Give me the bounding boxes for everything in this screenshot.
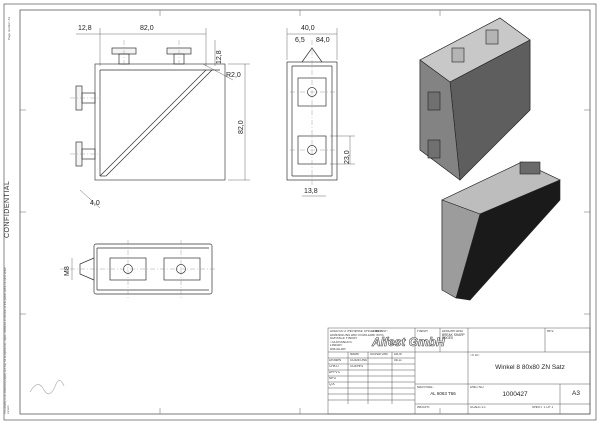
side-view: [286, 40, 338, 186]
company-label: COMPANY:: [371, 330, 388, 333]
left-disclaimer: This drawing is our intellectual propert…: [4, 267, 10, 414]
table-row: MFG: [329, 377, 415, 382]
note-line: TOLERANCES:: [330, 340, 353, 344]
deburr-label: DEBURR AND BREAK SHARP EDGES: [442, 330, 465, 341]
dim-side-width: 40,0: [301, 25, 315, 32]
material-label: MATERIAL:: [417, 386, 434, 389]
row-name: GUIDEONS: [350, 359, 368, 362]
weight-label: WEIGHT:: [417, 406, 431, 409]
side-dimension-lines: [286, 28, 355, 197]
table-row: CHK'D GOEHRL: [329, 365, 415, 370]
row-role: DRAWN: [329, 359, 341, 362]
rev-label: REV.: [547, 330, 555, 333]
table-row: DRAWN GUIDEONS 06.11: [329, 359, 415, 364]
row-role: Q.A: [329, 383, 335, 386]
dim-top-thread: M8: [64, 266, 71, 276]
row-date: DATE: [394, 353, 403, 356]
row-signature: SIGNATURE: [370, 353, 389, 356]
note-line: UNLESS OTHERWISE SPECIFIED:: [330, 330, 382, 333]
table-row: Q.A: [329, 383, 415, 388]
outer-border: [3, 3, 597, 421]
confidential-label: CONFIDENTIAL: [4, 180, 11, 238]
dim-front-right-top: 12,8: [216, 50, 223, 64]
dim-front-radius: R2,0: [226, 72, 241, 79]
drawing-title: Winkel 8 80x80 ZN Satz: [495, 364, 565, 371]
sheet-format: A3: [572, 390, 580, 397]
front-dimension-lines: [76, 28, 250, 209]
note-line: DIMENSIONS ARE IN MILLIMETERS: [330, 333, 384, 337]
isometric-view-top: [419, 17, 531, 181]
company-logo: Alfest GmbH: [372, 335, 445, 350]
row-role: APPV'D: [329, 371, 341, 374]
note-line: SURFACE FINISH:: [330, 337, 358, 341]
top-left-page-note: Page number: A3: [7, 16, 11, 40]
dim-front-bottom-diag: 4,0: [90, 200, 100, 207]
row-name: GOEHRL: [350, 365, 364, 368]
title-block-notes: UNLESS OTHERWISE SPECIFIED: DIMENSIONS A…: [330, 330, 414, 352]
dim-side-angle: 84,0: [316, 37, 330, 44]
zone-ticks: [20, 10, 590, 414]
part-number: 1000427: [502, 391, 528, 398]
front-view: [70, 40, 226, 181]
note-line: LINEAR:: [330, 344, 343, 348]
note-line: ANGULAR:: [330, 347, 347, 351]
dim-side-height-right: 23,0: [344, 150, 351, 164]
top-view: [60, 240, 215, 298]
dim-side-left-small: 6,5: [295, 37, 305, 44]
signature-mark: [29, 380, 65, 395]
material-value: AL 6063 T66: [430, 391, 456, 396]
row-name: NAME: [350, 353, 360, 356]
row-role: MFG: [329, 377, 337, 380]
table-row: NAME SIGNATURE DATE: [329, 353, 415, 358]
dim-front-top-width: 82,0: [140, 25, 154, 32]
row-date: 06.11: [394, 359, 402, 362]
table-row: APPV'D: [329, 371, 415, 376]
dwg-no-label: DWG NO.: [470, 386, 485, 389]
isometric-view-bottom: [441, 161, 561, 301]
scale-label: SCALE:1:1: [470, 406, 486, 409]
dim-front-top-left: 12,8: [78, 25, 92, 32]
finish-label: FINISH:: [417, 330, 429, 333]
sheet-count-label: SHEET 1 OF 1: [532, 406, 554, 409]
row-role: CHK'D: [329, 365, 339, 368]
title-block-frame: [327, 327, 591, 415]
title-label: TITLE:: [470, 354, 480, 357]
dim-side-bottom-width: 13,8: [304, 188, 318, 195]
dim-front-height: 82,0: [238, 120, 245, 134]
